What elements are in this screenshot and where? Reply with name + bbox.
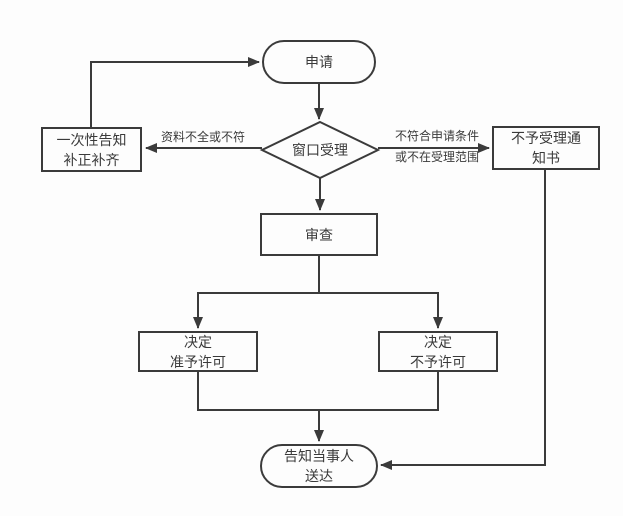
node-decision-deny: 决定 不予许可: [378, 331, 498, 372]
node-window-review-label: 窗口受理: [292, 142, 348, 158]
edge-onetime-to-apply: [90, 57, 260, 127]
node-decision-grant: 决定 准予许可: [138, 331, 258, 372]
node-review: 审查: [260, 213, 378, 256]
node-notify-deliver: 告知当事人 送达: [260, 444, 378, 488]
edge-rejection-to-deliver: [380, 170, 546, 470]
edge-decisions-merge: [197, 372, 439, 411]
edge-review-to-deny: [319, 292, 443, 329]
node-one-time-notice: 一次性告知 补正补齐: [41, 127, 142, 172]
edge-label-incomplete-materials: 资料不全或不符: [160, 130, 245, 144]
edge-review-to-grant: [193, 256, 320, 329]
node-apply: 申请: [262, 40, 376, 84]
node-rejection-notice: 不予受理通 知书: [492, 126, 600, 170]
edge-label-not-qualified: 不符合申请条件 或不在受理范围: [394, 129, 479, 164]
decision-diamond-shape: [259, 120, 381, 180]
